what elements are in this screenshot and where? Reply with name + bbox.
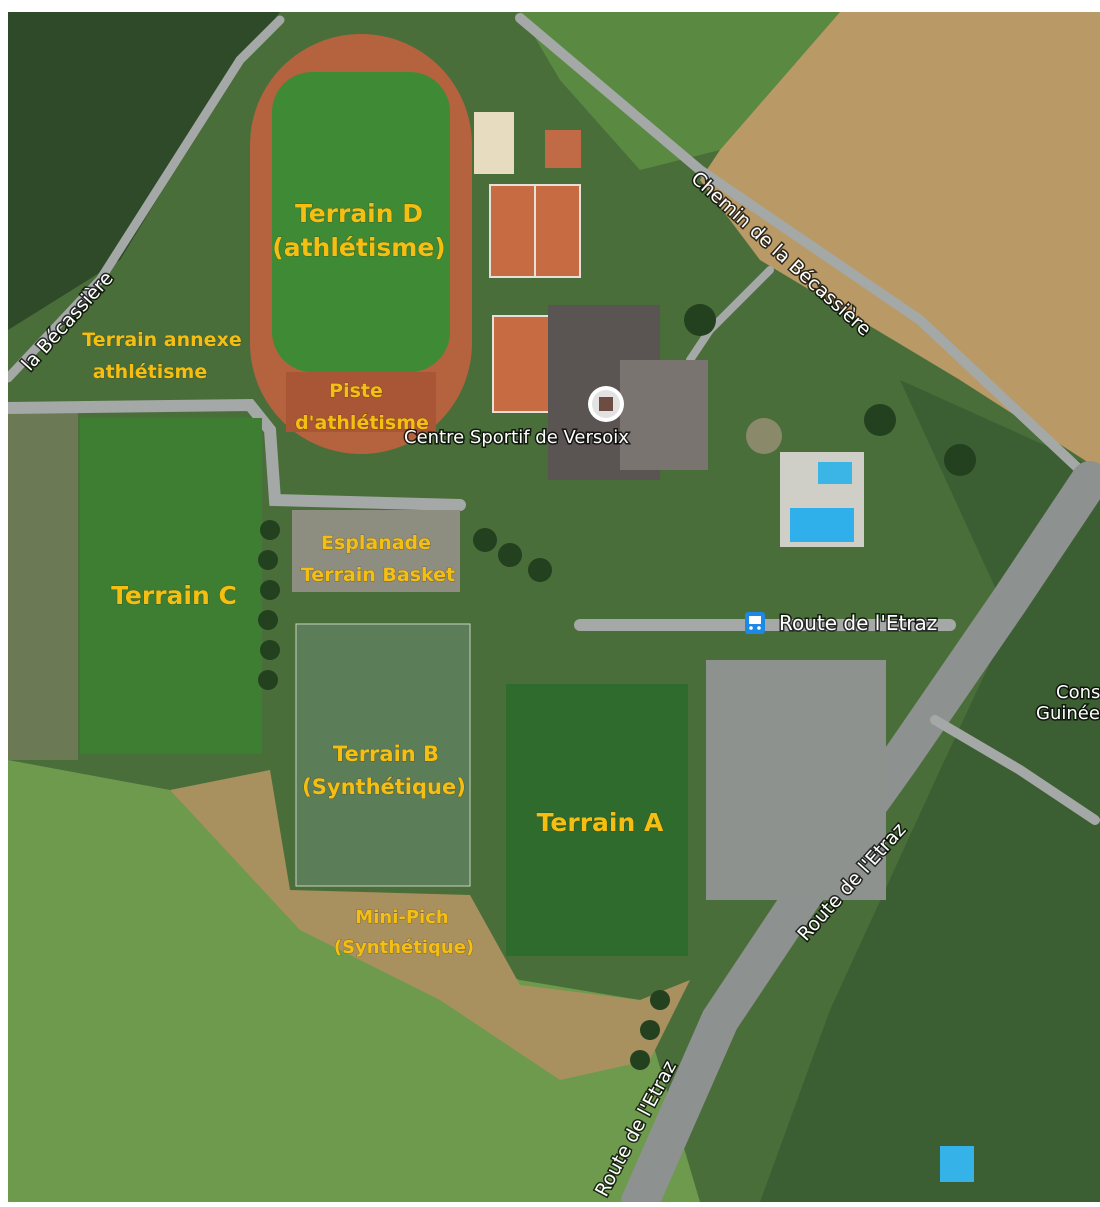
- meadow-north: [520, 12, 840, 170]
- terrain-b-field: [295, 623, 471, 887]
- poi-label-cons[interactable]: Cons: [1055, 681, 1100, 705]
- label-terrain-annexe: Terrain annexe: [82, 329, 241, 351]
- tennis-small: [545, 130, 581, 168]
- poi-label-guinee[interactable]: Guinée: [1035, 702, 1100, 726]
- west-allotments: [8, 410, 78, 760]
- bus-stop-icon[interactable]: [745, 612, 765, 634]
- tree-rows: [258, 304, 976, 1070]
- label-piste: Piste: [329, 380, 383, 402]
- track-apron: [286, 372, 436, 432]
- tennis-courts-south: [492, 315, 550, 413]
- esplanade-area: [292, 510, 460, 592]
- label-terrain-d: Terrain D: [295, 199, 423, 228]
- forest-northwest: [8, 12, 280, 330]
- poi-label-centre-sportif[interactable]: Centre Sportif de Versoix: [403, 426, 631, 450]
- terrain-a-field: [506, 684, 688, 956]
- label-esplanade: Esplanade: [321, 532, 431, 554]
- pool-small: [818, 462, 852, 484]
- satellite-map[interactable]: Chemin de la Bécassière la Bécassière Ro…: [8, 12, 1100, 1202]
- terrain-d-grass: [272, 72, 450, 372]
- label-piste-sub: d'athlétisme: [295, 412, 429, 434]
- label-terrain-b: Terrain B: [333, 742, 439, 766]
- pool-south-east: [940, 1146, 974, 1182]
- label-terrain-c: Terrain C: [111, 581, 237, 610]
- label-mini-pich-sub: (Synthétique): [334, 937, 474, 958]
- south-meadow: [8, 760, 700, 1202]
- label-terrain-annexe-sub: athlétisme: [93, 361, 207, 383]
- beach-volley: [474, 112, 514, 174]
- parking-lot: [706, 660, 886, 900]
- hall-annex: [620, 360, 708, 470]
- label-mini-pich: Mini-Pich: [355, 907, 448, 928]
- terrain-c-field: [80, 418, 262, 754]
- pool-main: [790, 508, 854, 542]
- label-esplanade-sub: Terrain Basket: [301, 564, 455, 586]
- wheat-field: [700, 12, 1100, 470]
- pool-roundabout: [746, 418, 782, 454]
- label-terrain-a: Terrain A: [537, 808, 664, 837]
- label-terrain-d-sub: (athlétisme): [272, 233, 445, 262]
- place-marker-icon[interactable]: [588, 386, 624, 422]
- dirt-area: [170, 770, 690, 1080]
- label-terrain-b-sub: (Synthétique): [302, 775, 466, 799]
- road-label-etraz-bus[interactable]: Route de l'Etraz: [778, 610, 939, 637]
